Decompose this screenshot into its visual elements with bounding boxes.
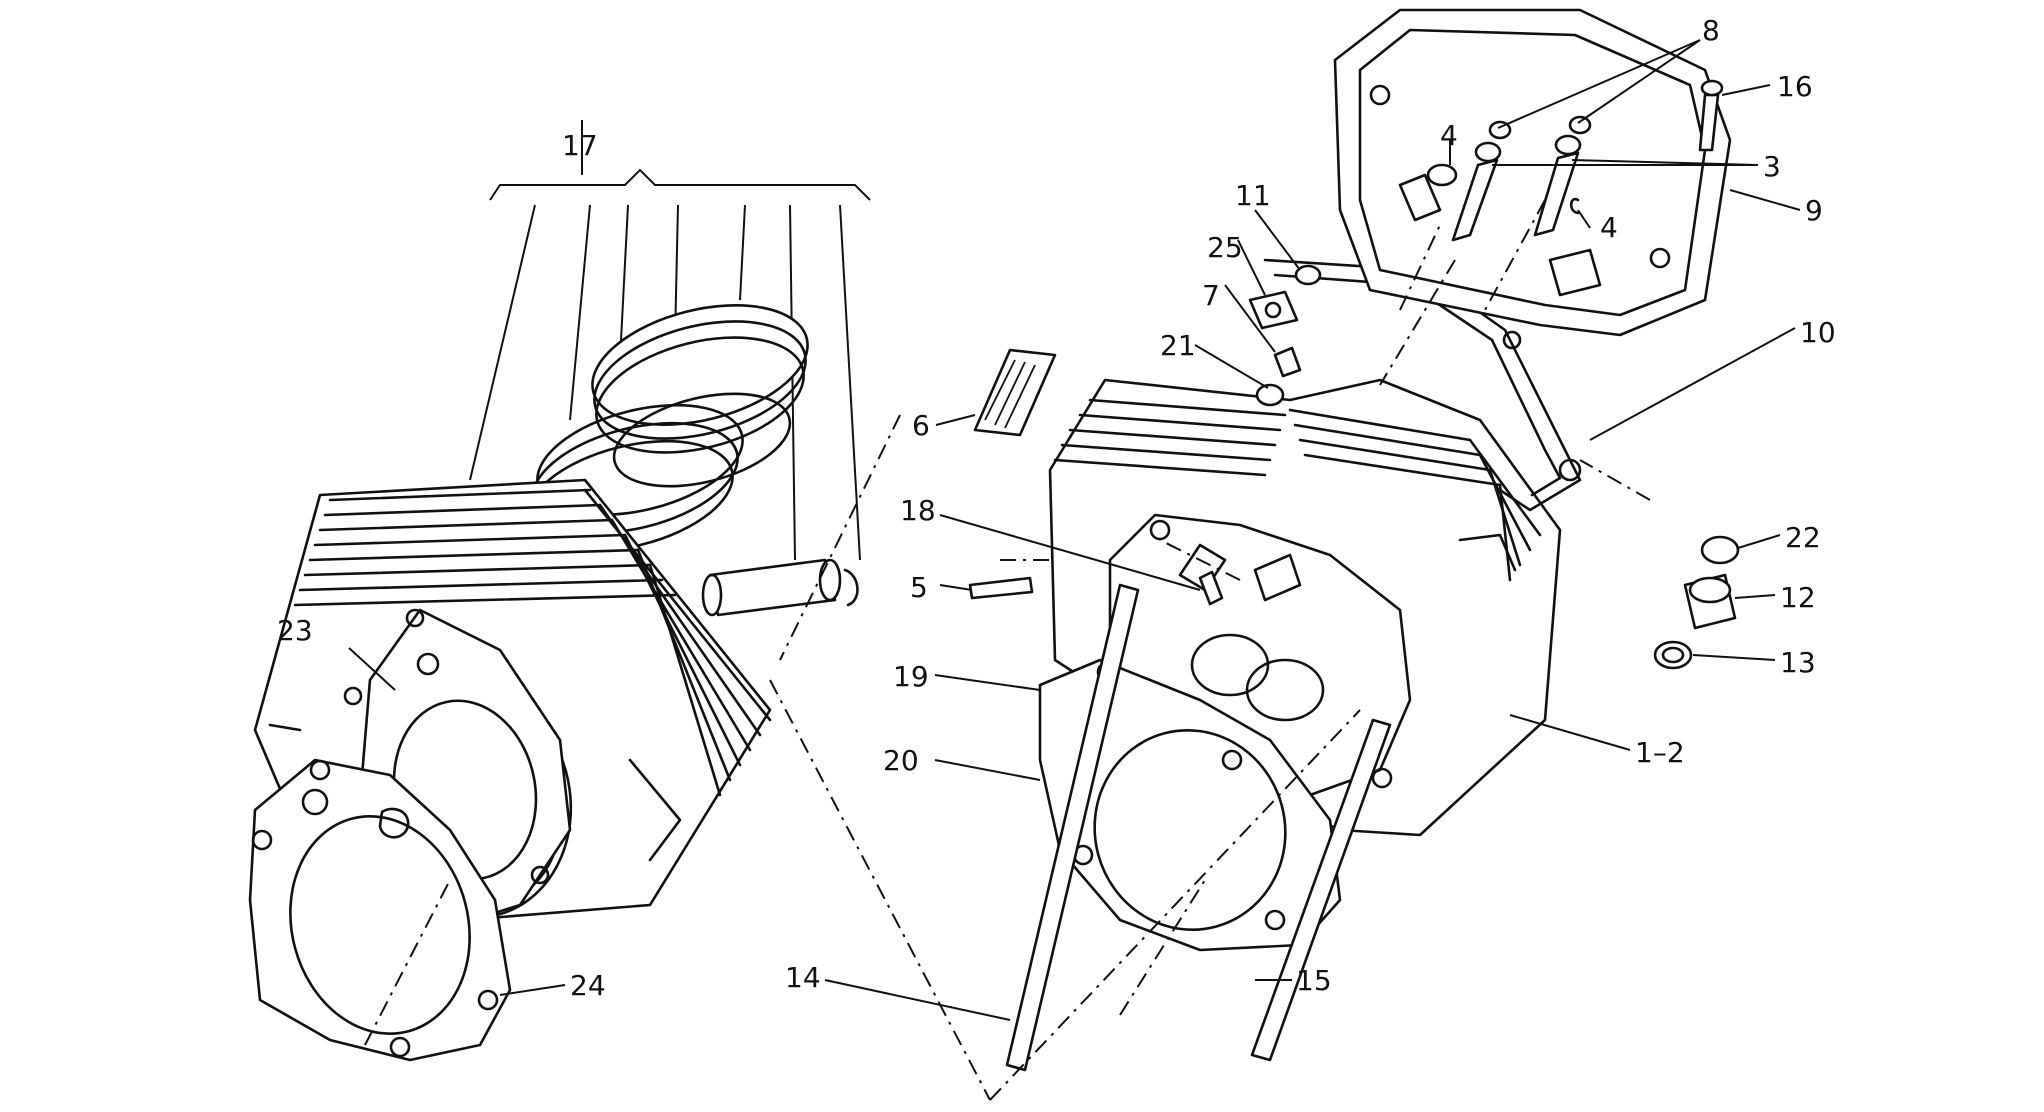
callout-25: 25 xyxy=(1207,231,1243,264)
head-gasket-19-20 xyxy=(1038,658,1342,952)
plug-18 xyxy=(1198,570,1224,606)
spacers-11-25-7-21 xyxy=(1248,264,1322,407)
callout-4-upper: 4 xyxy=(1440,119,1458,152)
stud-5 xyxy=(968,576,1034,600)
leader-lines xyxy=(348,39,1801,1021)
bracket-17 xyxy=(469,168,871,561)
callout-9: 9 xyxy=(1805,194,1823,227)
callout-11: 11 xyxy=(1235,179,1271,212)
callout-13: 13 xyxy=(1780,646,1816,679)
callout-3: 3 xyxy=(1763,150,1781,183)
callout-18: 18 xyxy=(900,494,936,527)
callout-15: 15 xyxy=(1296,964,1332,997)
callout-19: 19 xyxy=(893,660,929,693)
callout-5: 5 xyxy=(910,571,928,604)
tappet-parts-22-12-13 xyxy=(1653,535,1740,670)
piston-rings xyxy=(526,304,809,553)
rocker-cover-9 xyxy=(1333,8,1732,337)
head-gasket-24 xyxy=(248,758,512,1062)
callout-6: 6 xyxy=(912,409,930,442)
callout-1-2: 1–2 xyxy=(1635,736,1685,769)
callout-4-lower: 4 xyxy=(1600,211,1618,244)
piston-pin xyxy=(701,558,859,617)
rocker-shafts-3 xyxy=(1451,115,1592,242)
callout-10: 10 xyxy=(1800,316,1836,349)
callout-21: 21 xyxy=(1160,329,1196,362)
callout-20: 20 xyxy=(883,744,919,777)
phantom-lines xyxy=(364,199,1651,1101)
callout-12: 12 xyxy=(1780,581,1816,614)
callout-14: 14 xyxy=(785,961,821,994)
washers-4 xyxy=(1426,163,1580,215)
studs-14-15 xyxy=(1005,583,1392,1072)
gasket-6 xyxy=(973,348,1057,437)
callout-17: 17 xyxy=(562,129,598,162)
bolt-16 xyxy=(1698,79,1724,152)
callout-8: 8 xyxy=(1702,14,1720,47)
callout-labels: 17 23 24 6 18 5 19 20 14 15 11 25 7 21 4… xyxy=(277,14,1836,1002)
callout-7: 7 xyxy=(1202,279,1220,312)
callout-16: 16 xyxy=(1777,70,1813,103)
callout-24: 24 xyxy=(570,969,606,1002)
callout-22: 22 xyxy=(1785,521,1821,554)
callout-23: 23 xyxy=(277,614,313,647)
